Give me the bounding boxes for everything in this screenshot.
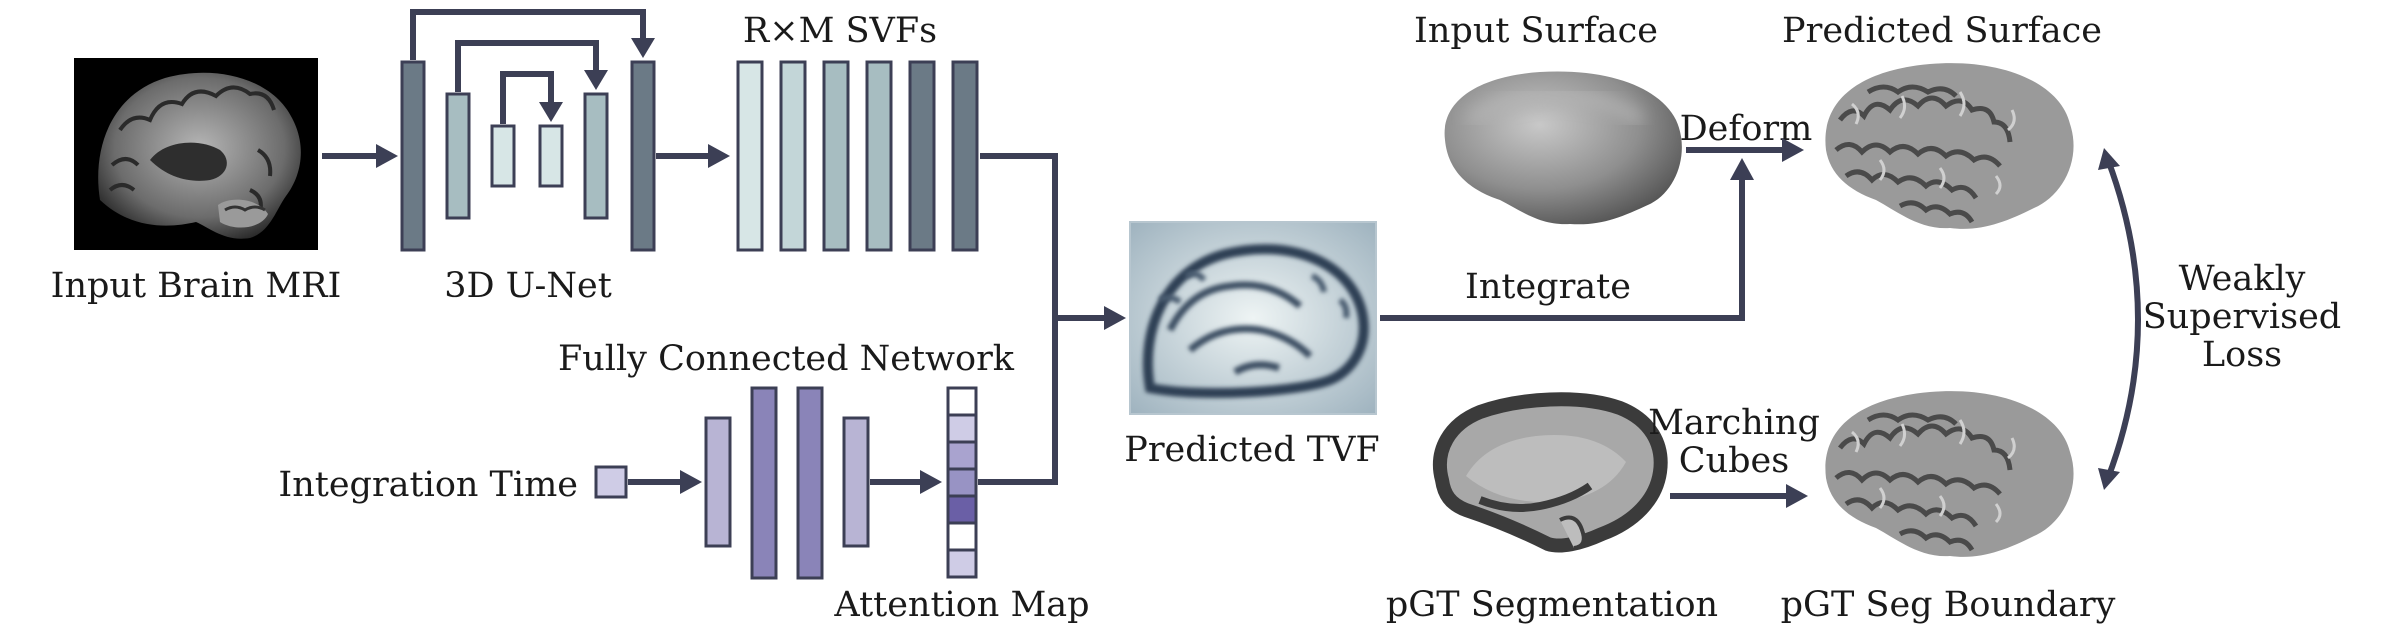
loss-label-line2: Supervised — [2143, 297, 2341, 337]
integrate-label: Integrate — [1465, 267, 1631, 307]
fcn-layers — [704, 386, 870, 580]
arrow-mri-to-unet — [322, 144, 398, 168]
integration-time-label: Integration Time — [278, 465, 578, 505]
predicted-surface-label: Predicted Surface — [1782, 11, 2102, 51]
attention-map — [946, 386, 978, 579]
arrow-deform — [1686, 138, 1804, 162]
pgt-boundary-image — [1825, 391, 2074, 557]
svfs-label: R×M SVFs — [743, 11, 937, 51]
pgt-boundary-label: pGT Seg Boundary — [1781, 585, 2116, 625]
unet-block — [400, 9, 656, 252]
arrow-marching-cubes — [1670, 484, 1808, 508]
attention-map-label: Attention Map — [833, 585, 1089, 625]
arrow-fcn-to-attention — [870, 470, 942, 494]
pgt-segmentation-image — [1433, 392, 1668, 553]
input-surface-label: Input Surface — [1414, 11, 1658, 51]
predicted-tvf-image — [1129, 221, 1377, 415]
arrow-unet-to-svfs — [656, 144, 730, 168]
arrow-integrate — [1380, 158, 1754, 321]
loss-label-line1: Weakly — [2179, 259, 2306, 299]
integration-time-box — [594, 465, 628, 499]
arrow-merge-to-tvf — [978, 153, 1126, 485]
input-mri-image — [74, 58, 318, 250]
svfs-stack — [736, 60, 979, 252]
marching-label-line1: Marching — [1648, 403, 1820, 443]
unet-label: 3D U-Net — [444, 266, 612, 306]
deform-label: Deform — [1680, 109, 1813, 149]
predicted-surface-image — [1825, 63, 2074, 229]
loss-arc-arrow — [2098, 148, 2141, 490]
arrow-time-to-fcn — [628, 470, 702, 494]
marching-label-line2: Cubes — [1679, 441, 1789, 481]
input-mri-label: Input Brain MRI — [51, 266, 342, 306]
predicted-tvf-label: Predicted TVF — [1124, 430, 1379, 470]
loss-label-line3: Loss — [2202, 335, 2282, 375]
pgt-segmentation-label: pGT Segmentation — [1386, 585, 1718, 625]
fcn-label: Fully Connected Network — [558, 339, 1015, 379]
input-surface-image — [1444, 71, 1682, 225]
